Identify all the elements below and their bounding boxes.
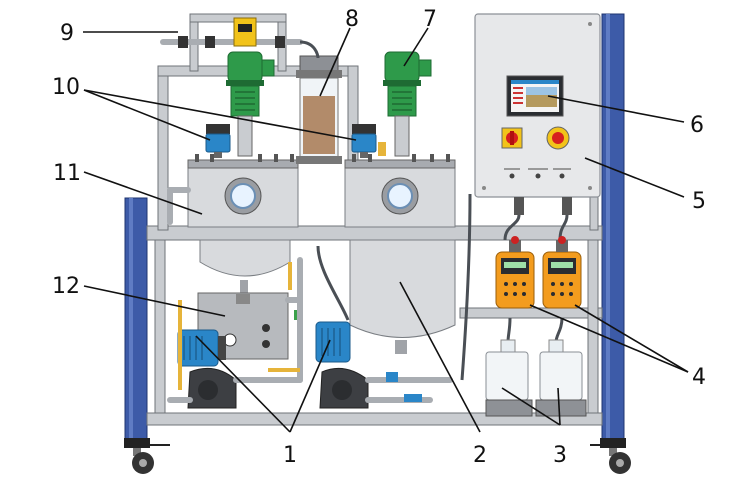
dosing-pump-right	[542, 236, 582, 309]
agitator-motor-right	[383, 51, 432, 157]
agitator-motor-left	[226, 51, 275, 157]
label-3: 3	[553, 443, 567, 468]
label-1: 1	[283, 443, 297, 468]
label-8: 8	[345, 7, 359, 32]
reactor-vessel-right	[344, 154, 456, 228]
process-piping	[167, 187, 472, 403]
label-11: 11	[53, 161, 81, 186]
centrifugal-pump-left	[177, 329, 237, 409]
label-12: 12	[52, 274, 80, 299]
main-switch	[501, 127, 523, 149]
label-10: 10	[52, 75, 80, 100]
dosing-pump-left	[495, 236, 535, 309]
emergency-stop-button	[546, 126, 570, 150]
caster-left	[124, 438, 170, 474]
control-cabinet	[474, 13, 601, 241]
label-2: 2	[473, 443, 487, 468]
label-6: 6	[690, 113, 704, 138]
hmi-touch-screen	[506, 75, 564, 117]
centrifugal-pump-right	[315, 321, 369, 409]
level-sensor-right	[351, 124, 386, 158]
caster-right	[590, 438, 631, 474]
filter-column	[296, 55, 342, 164]
leader-lines	[83, 27, 689, 433]
label-9: 9	[60, 21, 74, 46]
label-7: 7	[423, 7, 437, 32]
buffer-tank	[349, 239, 456, 354]
label-4: 4	[692, 365, 706, 390]
level-sensor-left	[205, 124, 231, 158]
label-5: 5	[692, 189, 706, 214]
inlet-flow-meter	[160, 17, 320, 59]
reactor-vessel-left	[187, 154, 299, 294]
chemical-canister-left	[485, 317, 533, 417]
callout-labels: 1 2 3 4 5 6 7 8 9 10 11 12	[52, 7, 706, 468]
chemical-canister-right	[535, 317, 587, 417]
